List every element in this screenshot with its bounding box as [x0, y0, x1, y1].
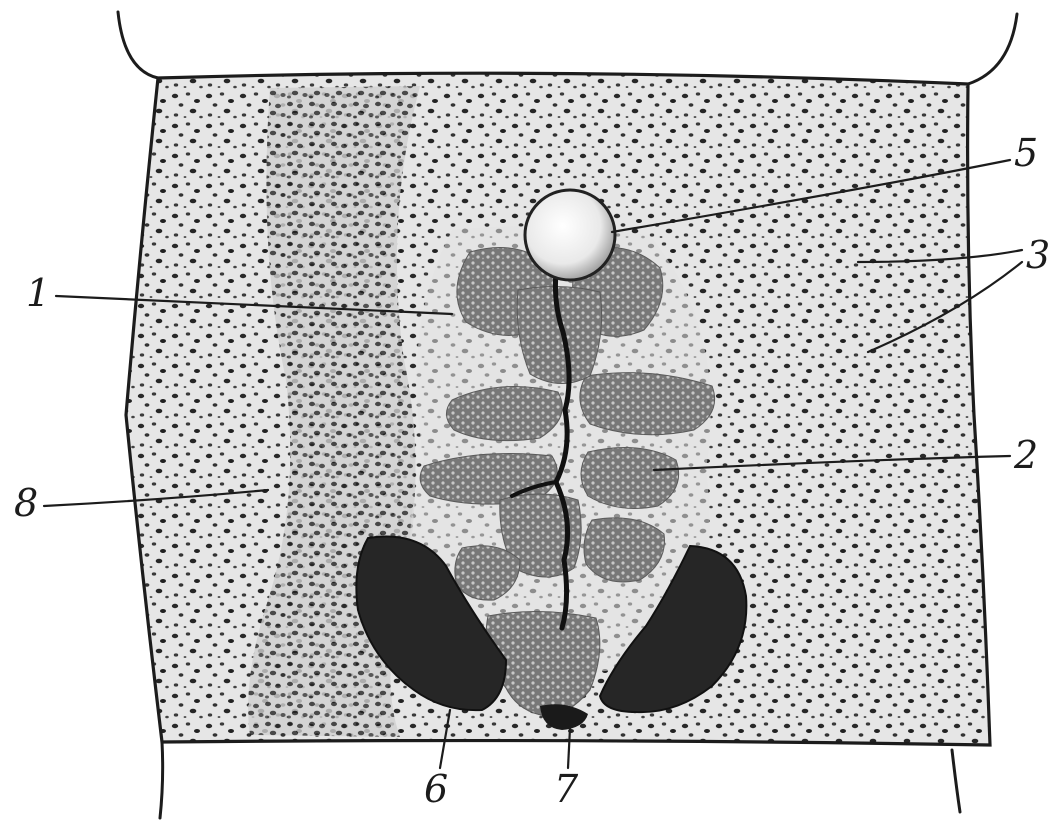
white-sphere	[525, 190, 615, 280]
callout-6: 6	[424, 770, 448, 808]
callout-2: 2	[1014, 436, 1038, 474]
callout-8: 8	[14, 484, 38, 522]
callout-7: 7	[554, 770, 578, 808]
callout-5: 5	[1014, 134, 1038, 172]
callout-3: 3	[1026, 236, 1050, 274]
callout-1: 1	[26, 274, 50, 312]
